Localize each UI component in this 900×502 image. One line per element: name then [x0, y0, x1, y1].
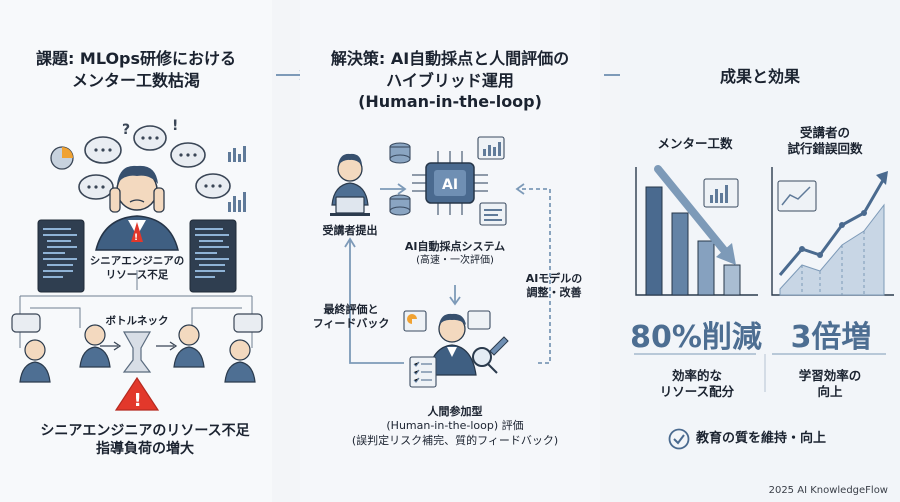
checklist-icon: [409, 356, 437, 388]
problem-title: 課題: MLOps研修における メンター工数枯渇: [0, 48, 272, 91]
check-circle-icon: [668, 428, 690, 450]
ai-chip-label: AI: [442, 177, 458, 193]
metric2-label-line2: 試行錯誤回数: [787, 141, 863, 157]
feedback-label: 最終評価と フィードバック: [306, 303, 396, 332]
metric2-value: 3倍増: [790, 320, 872, 355]
chart-window-icon: [477, 136, 507, 226]
bottleneck-icon: [100, 331, 178, 373]
solution-illustration: AI: [330, 136, 551, 388]
human-eval-label: 人間参加型 (Human-in-the-loop) 評価 (誤判定リスク補完、質…: [340, 405, 570, 448]
bottleneck-label: ボトルネック: [105, 315, 169, 327]
tune-line2: 調整・改善: [526, 286, 582, 300]
center-label-line1: シニアエンジニアの: [89, 255, 185, 267]
results-title: 成果と効果: [719, 67, 800, 86]
student-speech-bubbles-icon: [11, 313, 263, 333]
metric2-caption-line1: 学習効率の: [798, 368, 862, 383]
solution-title-line1: 解決策: AI自動採点と人間評価の: [330, 49, 570, 68]
metric2-caption: 学習効率の 向上: [770, 368, 890, 401]
tune-label: AIモデルの 調整・改善: [514, 272, 594, 301]
problem-panel: 課題: MLOps研修における メンター工数枯渇 ? !: [0, 0, 272, 502]
database-icon: [389, 142, 411, 216]
metric1-caption-line2: リソース配分: [659, 384, 735, 400]
feedback-line2: フィードバック: [312, 317, 390, 331]
student-group-icon: [19, 324, 256, 383]
magnifier-icon: [472, 347, 498, 374]
stressed-engineer-icon: !: [95, 165, 179, 251]
svg-text:?: ?: [122, 122, 130, 138]
results-panel: 成果と効果 メンター工数 受講者の 試行錯誤回数 80%削減 3倍増 効率的な …: [620, 0, 900, 502]
decline-chart-icon: [635, 165, 758, 296]
problem-caption-line2: 指導負荷の増大: [96, 441, 194, 458]
pencil-icon: [489, 336, 509, 356]
submit-label: 受講者提出: [322, 224, 378, 237]
solution-title-line3: (Human-in-the-loop): [358, 92, 542, 112]
human-eval-line2: (Human-in-the-loop) 評価: [386, 419, 524, 433]
svg-text:!: !: [172, 118, 178, 134]
quality-label: 教育の質を維持・向上: [696, 431, 827, 446]
center-label: シニアエンジニアの リソース不足: [80, 255, 194, 282]
metric2-caption-line2: 向上: [817, 384, 843, 400]
ai-system-line1: AI自動採点システム: [404, 240, 506, 253]
code-window-right-icon: [189, 219, 237, 293]
human-reviewer-icon: [427, 313, 477, 376]
human-eval-line3: (誤判定リスク補完、質的フィードバック): [351, 433, 559, 447]
warning-icon: !: [114, 376, 160, 411]
problem-title-line1: 課題: MLOps研修における: [35, 49, 237, 68]
problem-caption: シニアエンジニアのリソース不足 指導負荷の増大: [0, 422, 290, 458]
pie-chart-icon: [50, 146, 74, 170]
feedback-line1: 最終評価と: [323, 303, 379, 316]
problem-title-line2: メンター工数枯渇: [71, 70, 200, 90]
metric2-label-line1: 受講者の: [799, 125, 850, 140]
metric1-caption-line1: 効率的な: [671, 368, 722, 383]
metric2-label: 受講者の 試行錯誤回数: [760, 125, 890, 158]
metric1-label: メンター工数: [657, 136, 733, 151]
svg-text:!: !: [134, 390, 142, 411]
student-laptop-icon: [330, 153, 370, 216]
footer-credit: 2025 AI KnowledgeFlow: [768, 485, 888, 496]
bar-chart-icon: [228, 146, 246, 212]
growth-chart-icon: [771, 167, 894, 296]
metric1-caption: 効率的な リソース配分: [640, 368, 754, 401]
center-label-line2: リソース不足: [105, 268, 169, 281]
ai-chip-icon: AI: [412, 151, 488, 215]
ai-system-line2: (高速・一次評価): [416, 255, 494, 267]
solution-title: 解決策: AI自動採点と人間評価の ハイブリッド運用 (Human-in-the…: [300, 48, 600, 113]
problem-illustration: ? ! !: [11, 118, 263, 411]
metric1-value: 80%削減: [630, 320, 762, 355]
tune-line1: AIモデルの: [525, 272, 583, 285]
code-window-left-icon: [37, 219, 85, 293]
human-eval-line1: 人間参加型: [427, 405, 483, 418]
problem-caption-line1: シニアエンジニアのリソース不足: [40, 423, 250, 439]
speech-bubble-icons: [78, 125, 231, 200]
svg-text:!: !: [134, 233, 138, 243]
divider: [634, 353, 886, 392]
solution-title-line2: ハイブリッド運用: [386, 70, 514, 90]
solution-panel: 解決策: AI自動採点と人間評価の ハイブリッド運用 (Human-in-the…: [300, 0, 600, 502]
ai-system-label: AI自動採点システム (高速・一次評価): [385, 240, 525, 267]
